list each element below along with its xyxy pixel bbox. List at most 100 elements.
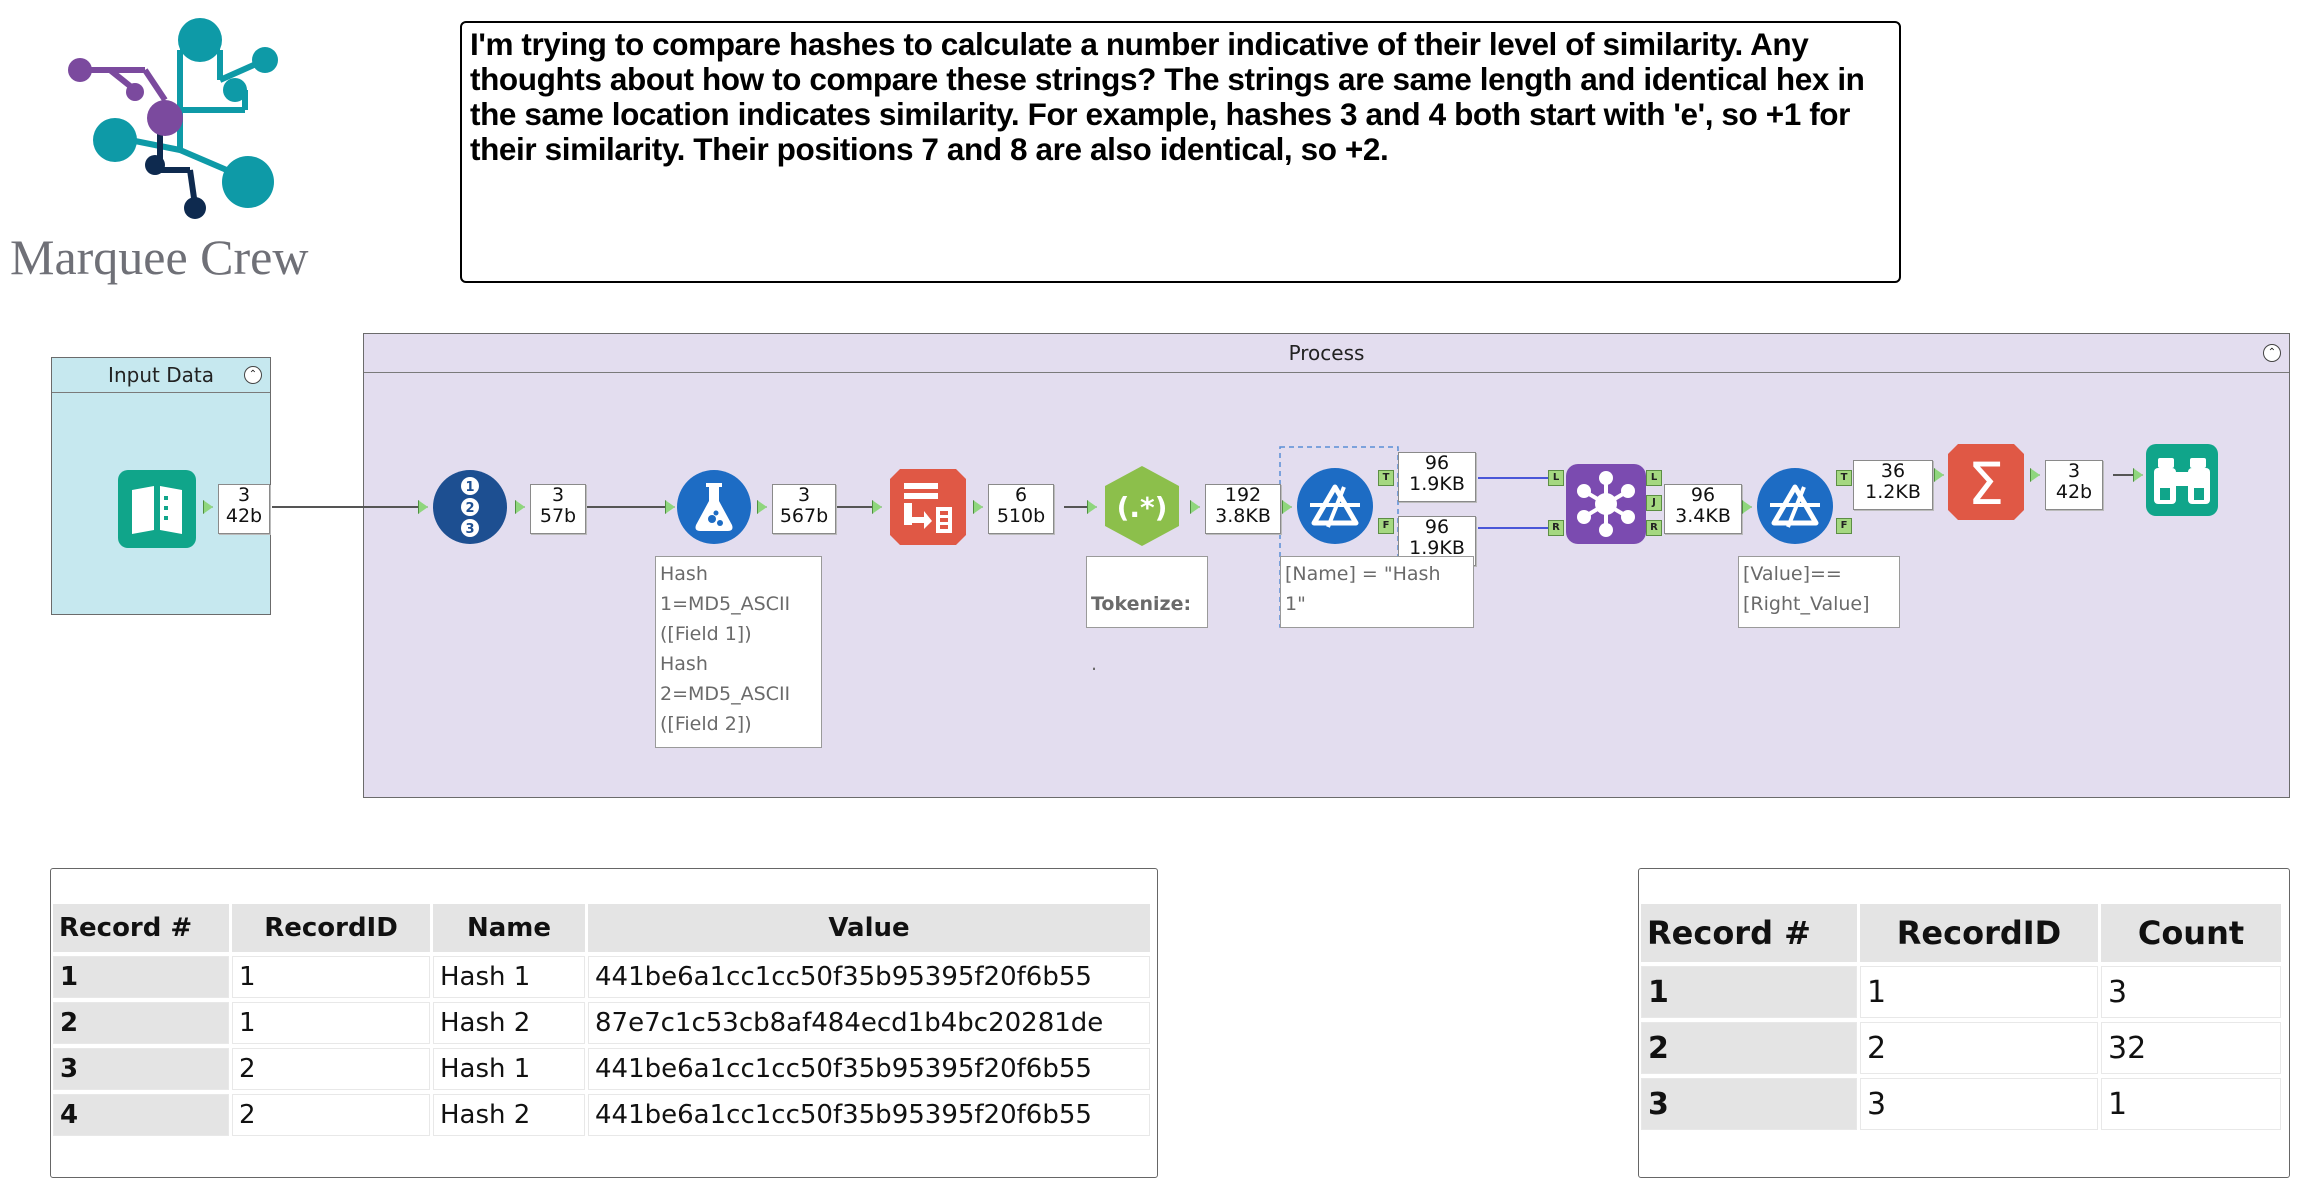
formula-annotation: Hash 1=MD5_ASCII ([Field 1]) Hash 2=MD5_… xyxy=(655,556,822,748)
regex-icon: (.*) xyxy=(1105,466,1179,546)
record-id-tool[interactable]: 1 2 3 xyxy=(432,469,508,550)
record-count-badge: 3 42b xyxy=(218,484,270,534)
column-header-value[interactable]: Value xyxy=(588,904,1150,952)
svg-text:3: 3 xyxy=(465,522,474,537)
count-cell: 1 xyxy=(2101,1078,2281,1130)
record-cell: 4 xyxy=(53,1094,229,1136)
right-input-anchor[interactable]: R xyxy=(1548,520,1564,536)
recordid-cell: 1 xyxy=(1860,966,2098,1018)
svg-text:1: 1 xyxy=(465,480,474,495)
table-row[interactable]: 3 2 Hash 1 441be6a1cc1cc50f35b95395f20f6… xyxy=(53,1048,1150,1090)
value-cell: 441be6a1cc1cc50f35b95395f20f6b55 xyxy=(588,956,1150,998)
formula-tool[interactable] xyxy=(676,469,752,550)
record-count-badge: 6 510b xyxy=(988,484,1054,534)
input-data-container-header[interactable]: Input Data ⌃ xyxy=(52,358,270,393)
data-size: 510b xyxy=(996,505,1046,527)
filter-icon xyxy=(1757,468,1833,544)
join-output-anchor[interactable]: J xyxy=(1646,495,1662,511)
count-cell: 32 xyxy=(2101,1022,2281,1074)
false-anchor[interactable]: F xyxy=(1378,518,1394,534)
process-container-header[interactable]: Process ⌃ xyxy=(364,334,2289,373)
left-input-anchor[interactable]: L xyxy=(1548,470,1564,486)
filter-icon xyxy=(1297,468,1373,544)
input-data-tool[interactable] xyxy=(118,470,196,553)
value-cell: 441be6a1cc1cc50f35b95395f20f6b55 xyxy=(588,1048,1150,1090)
record-cell: 1 xyxy=(1641,966,1857,1018)
table-row[interactable]: 1 1 Hash 1 441be6a1cc1cc50f35b95395f20f6… xyxy=(53,956,1150,998)
record-count: 96 xyxy=(1690,484,1716,506)
regex-annotation-label: Tokenize: xyxy=(1091,593,1192,615)
sigma-icon: Σ xyxy=(1948,444,2024,520)
record-count-badge: 3 42b xyxy=(2045,460,2103,510)
collapse-icon[interactable]: ⌃ xyxy=(244,366,262,384)
record-cell: 2 xyxy=(53,1002,229,1044)
join-icon xyxy=(1566,464,1646,544)
table-row[interactable]: 2 2 32 xyxy=(1641,1022,2281,1074)
question-box: I'm trying to compare hashes to calculat… xyxy=(460,21,1901,283)
table-row[interactable]: 2 1 Hash 2 87e7c1c53cb8af484ecd1b4bc2028… xyxy=(53,1002,1150,1044)
recordid-cell: 2 xyxy=(1860,1022,2098,1074)
data-size: 57b xyxy=(539,505,577,527)
table-row[interactable]: 4 2 Hash 2 441be6a1cc1cc50f35b95395f20f6… xyxy=(53,1094,1150,1136)
recordid-cell: 3 xyxy=(1860,1078,2098,1130)
results-table-2: Record # RecordID Count 1 1 3 2 2 32 3 3… xyxy=(1638,900,2284,1134)
value-cell: 87e7c1c53cb8af484ecd1b4bc20281de xyxy=(588,1002,1150,1044)
question-text: I'm trying to compare hashes to calculat… xyxy=(470,26,1865,167)
record-count-badge: 36 1.2KB xyxy=(1853,460,1933,510)
data-size: 1.2KB xyxy=(1865,481,1921,503)
column-header-recordid[interactable]: RecordID xyxy=(232,904,430,952)
record-count: 96 xyxy=(1424,452,1450,474)
count-cell: 3 xyxy=(2101,966,2281,1018)
name-cell: Hash 1 xyxy=(433,1048,585,1090)
record-count: 3 xyxy=(237,484,251,506)
name-cell: Hash 1 xyxy=(433,956,585,998)
record-cell: 3 xyxy=(1641,1078,1857,1130)
binoculars-icon xyxy=(2146,444,2218,516)
table-row[interactable]: 3 3 1 xyxy=(1641,1078,2281,1130)
regex-annotation-value: . xyxy=(1091,653,1098,675)
input-data-container-title: Input Data xyxy=(108,363,214,387)
data-size: 567b xyxy=(779,505,829,527)
false-anchor[interactable]: F xyxy=(1836,518,1852,534)
record-count: 3 xyxy=(797,484,811,506)
column-header-record[interactable]: Record # xyxy=(1641,904,1857,962)
left-output-anchor[interactable]: L xyxy=(1646,470,1662,486)
record-count: 3 xyxy=(2067,460,2081,482)
filter-tool[interactable] xyxy=(1296,467,1374,550)
record-id-icon: 1 2 3 xyxy=(433,470,507,544)
data-size: 3.8KB xyxy=(1215,505,1271,527)
svg-text:2: 2 xyxy=(465,501,474,516)
right-output-anchor[interactable]: R xyxy=(1646,520,1662,536)
filter1-annotation: [Name] = "Hash 1" xyxy=(1280,556,1474,628)
regex-tool[interactable]: (.*) xyxy=(1100,464,1184,553)
column-header-count[interactable]: Count xyxy=(2101,904,2281,962)
sigma-glyph: Σ xyxy=(1968,450,2005,518)
recordid-cell: 1 xyxy=(232,1002,430,1044)
regex-annotation: Tokenize: . xyxy=(1086,556,1208,675)
true-anchor[interactable]: T xyxy=(1836,470,1852,486)
record-count: 3 xyxy=(551,484,565,506)
name-cell: Hash 2 xyxy=(433,1002,585,1044)
regex-glyph: (.*) xyxy=(1117,491,1168,524)
join-tool[interactable] xyxy=(1566,464,1646,549)
results-table-1: Record # RecordID Name Value 1 1 Hash 1 … xyxy=(50,900,1153,1140)
filter-tool-2[interactable] xyxy=(1756,467,1834,550)
filter2-annotation: [Value]== [Right_Value] xyxy=(1738,556,1900,628)
collapse-icon[interactable]: ⌃ xyxy=(2263,344,2281,362)
column-header-name[interactable]: Name xyxy=(433,904,585,952)
record-count-badge: 192 3.8KB xyxy=(1205,484,1281,534)
browse-tool[interactable] xyxy=(2146,444,2218,521)
column-header-recordid[interactable]: RecordID xyxy=(1860,904,2098,962)
data-size: 1.9KB xyxy=(1409,537,1465,559)
column-header-record[interactable]: Record # xyxy=(53,904,229,952)
record-count-badge: 96 3.4KB xyxy=(1664,484,1742,534)
value-cell: 441be6a1cc1cc50f35b95395f20f6b55 xyxy=(588,1094,1150,1136)
summarize-tool[interactable]: Σ xyxy=(1948,444,2024,525)
record-cell: 3 xyxy=(53,1048,229,1090)
true-anchor[interactable]: T xyxy=(1378,470,1394,486)
transpose-tool[interactable] xyxy=(890,469,966,550)
recordid-cell: 2 xyxy=(232,1048,430,1090)
data-size: 1.9KB xyxy=(1409,473,1465,495)
table-row[interactable]: 1 1 3 xyxy=(1641,966,2281,1018)
record-count-badge: 3 57b xyxy=(530,484,586,534)
